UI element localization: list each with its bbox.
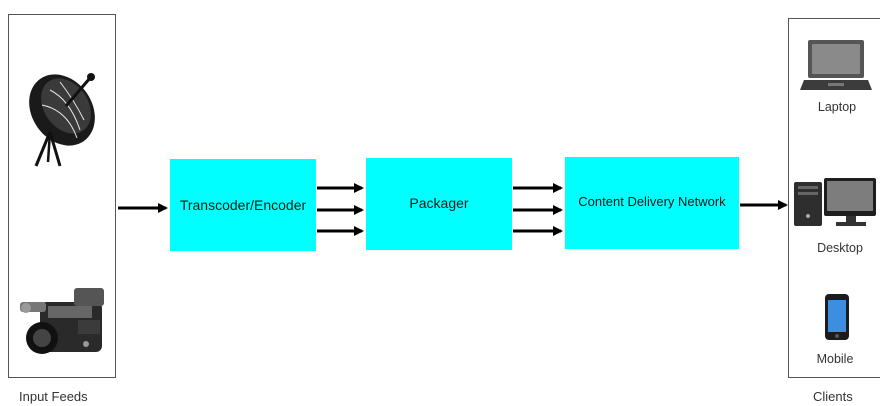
desktop-label: Desktop (817, 241, 863, 255)
input-feeds-caption: Input Feeds (19, 389, 88, 404)
transcoder-encoder-box: Transcoder/Encoder (170, 159, 316, 251)
clients-caption: Clients (813, 389, 853, 404)
packager-label: Packager (409, 195, 469, 211)
mobile-label: Mobile (816, 352, 854, 366)
cdn-box: Content Delivery Network (565, 157, 739, 249)
laptop-label: Laptop (817, 100, 857, 114)
packager-box: Packager (366, 158, 512, 250)
transcoder-encoder-label: Transcoder/Encoder (179, 197, 307, 213)
cdn-label: Content Delivery Network (578, 194, 726, 209)
